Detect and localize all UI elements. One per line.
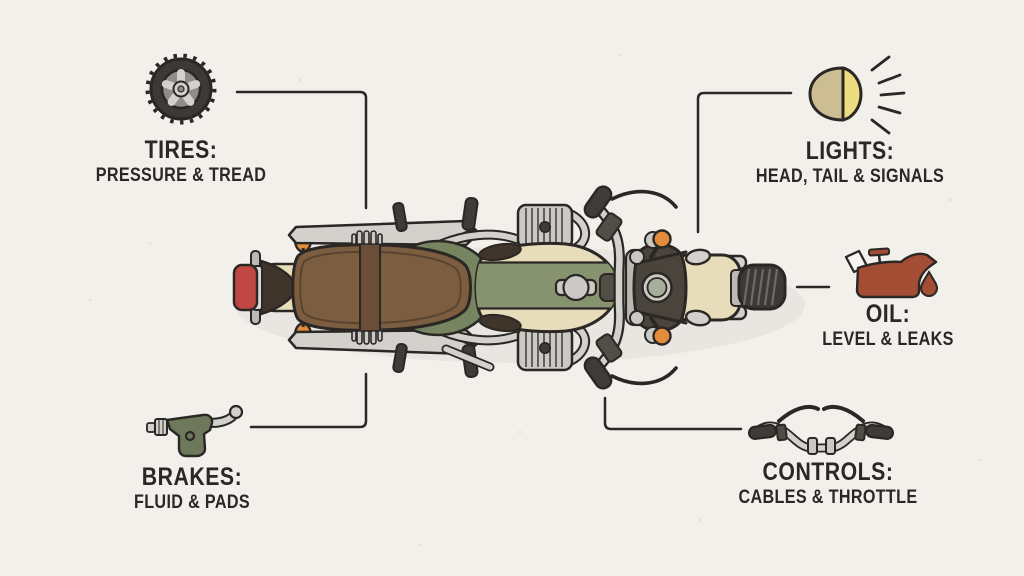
- callout-line-controls: [603, 396, 743, 431]
- clamp-bolt: [629, 310, 645, 326]
- lights-label: LIGHTS: HEAD, TAIL & SIGNALS: [723, 138, 978, 188]
- callout-lines: [235, 90, 831, 431]
- motorcycle-illustration: [232, 181, 805, 394]
- brakes-label: BRAKES: FLUID & PADS: [65, 464, 320, 514]
- controls-label: CONTROLS: CABLES & THROTTLE: [701, 459, 956, 509]
- tire-icon: [145, 53, 217, 125]
- headlight-lens: [646, 277, 668, 298]
- tires-title: TIRES:: [144, 136, 218, 164]
- light-rays: [870, 55, 906, 135]
- controls-subtitle: CABLES & THROTTLE: [738, 487, 918, 508]
- right-grip: [864, 423, 895, 440]
- oil-title: OIL:: [865, 300, 911, 328]
- kickstand: [443, 346, 493, 370]
- oil-drop: [919, 269, 939, 298]
- lights-subtitle: HEAD, TAIL & SIGNALS: [755, 166, 945, 187]
- seat: [291, 243, 472, 332]
- seat-strap: [359, 244, 381, 331]
- tail-light: [232, 263, 259, 312]
- lights-title: LIGHTS:: [805, 137, 895, 165]
- tire-tread: [742, 268, 779, 306]
- paper-texture: [88, 53, 982, 546]
- lever-ball-end: [228, 404, 244, 420]
- controls-title: CONTROLS:: [762, 458, 894, 486]
- knee-pad: [478, 313, 522, 333]
- tires-label: TIRES: PRESSURE & TREAD: [54, 137, 309, 187]
- clamp-bolt: [629, 249, 645, 265]
- fuel-tank: [474, 241, 620, 334]
- callout-line-brakes: [249, 372, 368, 429]
- left-grip: [747, 423, 778, 440]
- knee-pad: [478, 242, 522, 262]
- front-wheel: [730, 263, 787, 311]
- headlight-bucket: [632, 243, 688, 332]
- brakes-subtitle: FLUID & PADS: [134, 492, 250, 513]
- brakes-title: BRAKES:: [141, 463, 243, 491]
- oil-label: OIL: LEVEL & LEAKS: [761, 301, 1016, 351]
- headlight-icon: [808, 55, 906, 135]
- oil-can-icon: [844, 247, 939, 299]
- tires-subtitle: PRESSURE & TREAD: [95, 165, 267, 186]
- handlebar-icon: [747, 404, 895, 455]
- callout-line-lights: [696, 91, 793, 234]
- callout-line-tires: [235, 90, 368, 210]
- oil-subtitle: LEVEL & LEAKS: [822, 329, 954, 350]
- brake-lever-icon: [146, 404, 244, 458]
- gas-cap: [562, 273, 590, 302]
